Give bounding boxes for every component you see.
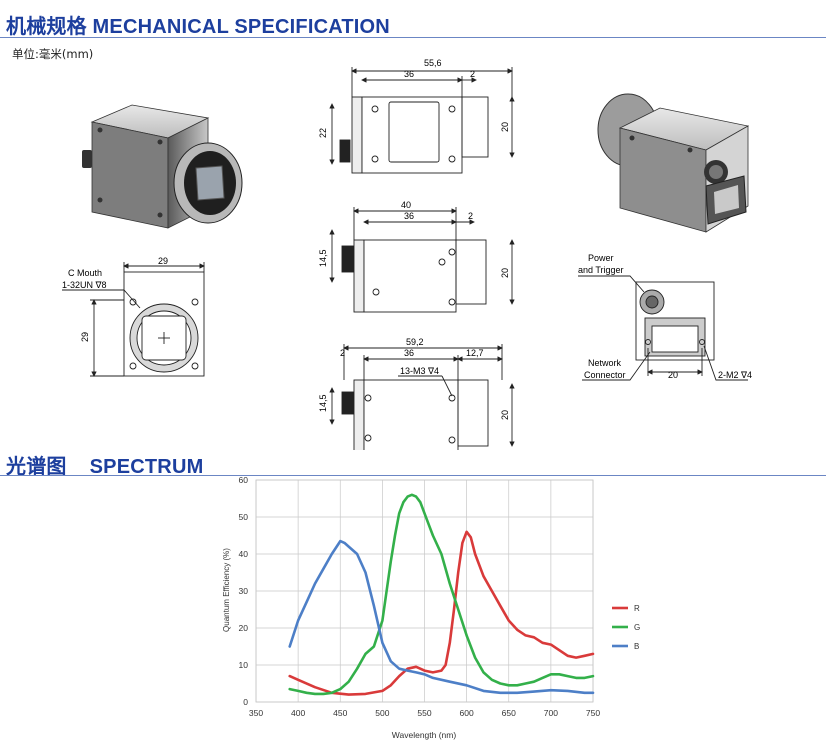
bottom-total-label: 59,2 — [406, 337, 424, 347]
bottom-height-right-label: 20 — [500, 410, 510, 420]
front-width-label: 29 — [158, 256, 168, 266]
bottom-thread-label: 13-M3 ∇4 — [400, 366, 439, 376]
series-line-r — [288, 530, 595, 696]
top-body-label: 36 — [404, 69, 414, 79]
front-height-label: 29 — [80, 332, 90, 342]
series-line-g — [288, 493, 595, 696]
bottom-height-left-label: 14,5 — [318, 394, 328, 412]
bottom-view-drawing — [329, 344, 515, 450]
rear-width-label: 20 — [668, 370, 678, 380]
unit-label: 单位:毫米(mm) — [12, 47, 94, 61]
chart-x-tick-label: 750 — [586, 708, 600, 718]
series-line-b — [288, 539, 595, 695]
top-total-label: 55,6 — [424, 58, 442, 68]
side-total-label: 40 — [401, 200, 411, 210]
mechanical-title: 机械规格 MECHANICAL SPECIFICATION — [6, 16, 390, 38]
legend-label-b: B — [634, 642, 639, 651]
chart-y-tick-label: 40 — [239, 549, 249, 559]
chart-x-tick-label: 650 — [502, 708, 516, 718]
chart-x-tick-label: 700 — [544, 708, 558, 718]
bottom-body-label: 36 — [404, 348, 414, 358]
power-label-2: and Trigger — [578, 265, 624, 275]
chart-x-tick-label: 600 — [460, 708, 474, 718]
side-height-left-label: 14,5 — [318, 249, 328, 267]
network-label-1: Network — [588, 358, 622, 368]
legend-label-g: G — [634, 623, 640, 632]
front-view-drawing — [62, 262, 205, 377]
chart-y-tick-label: 50 — [239, 512, 249, 522]
chart-x-tick-label: 450 — [333, 708, 347, 718]
spectrum-title: 光谱图 SPECTRUM — [6, 456, 204, 478]
top-height-left-label: 22 — [318, 128, 328, 138]
chart-y-tick-label: 20 — [239, 623, 249, 633]
side-height-right-label: 20 — [500, 268, 510, 278]
top-offset-label: 2 — [470, 69, 475, 79]
chart-x-axis-label: Wavelength (nm) — [392, 730, 457, 740]
chart-y-axis-label: Quantum Efficiency (%) — [222, 548, 231, 632]
top-height-right-label: 20 — [500, 122, 510, 132]
mechanical-drawings: 29 29 C Mouth 1-32UN ∇8 55,6 36 2 22 20 — [62, 58, 752, 450]
side-body-label: 36 — [404, 211, 414, 221]
rear-screw-label: 2-M2 ∇4 — [718, 370, 752, 380]
legend-label-r: R — [634, 604, 640, 613]
mechanical-title-rule — [0, 37, 826, 38]
chart-legend: R G B — [612, 604, 640, 651]
network-label-2: Connector — [584, 370, 626, 380]
chart-y-tick-label: 60 — [239, 475, 249, 485]
power-label-1: Power — [588, 253, 614, 263]
camera-3d-front-illustration — [82, 104, 243, 229]
side-view-drawing — [329, 207, 515, 313]
spectrum-chart: 350 400 450 500 550 600 650 700 750 0 10 20 30 40 50 60… — [222, 475, 640, 740]
bottom-right-label: 12,7 — [466, 348, 484, 358]
spectrum-title-rule — [0, 475, 826, 476]
rear-view-drawing — [578, 275, 748, 381]
chart-y-tick-label: 0 — [243, 697, 248, 707]
top-view-drawing — [329, 67, 515, 174]
bottom-offset-left-label: 2 — [340, 348, 345, 358]
mount-label-1: C Mouth — [68, 268, 102, 278]
chart-x-tick-label: 550 — [417, 708, 431, 718]
side-offset-label: 2 — [468, 211, 473, 221]
chart-y-tick-label: 30 — [239, 586, 249, 596]
chart-y-tick-label: 10 — [239, 660, 249, 670]
mount-label-2: 1-32UN ∇8 — [62, 280, 107, 290]
chart-x-tick-label: 350 — [249, 708, 263, 718]
camera-3d-rear-illustration — [597, 93, 750, 233]
chart-x-tick-label: 500 — [375, 708, 389, 718]
chart-x-tick-label: 400 — [291, 708, 305, 718]
